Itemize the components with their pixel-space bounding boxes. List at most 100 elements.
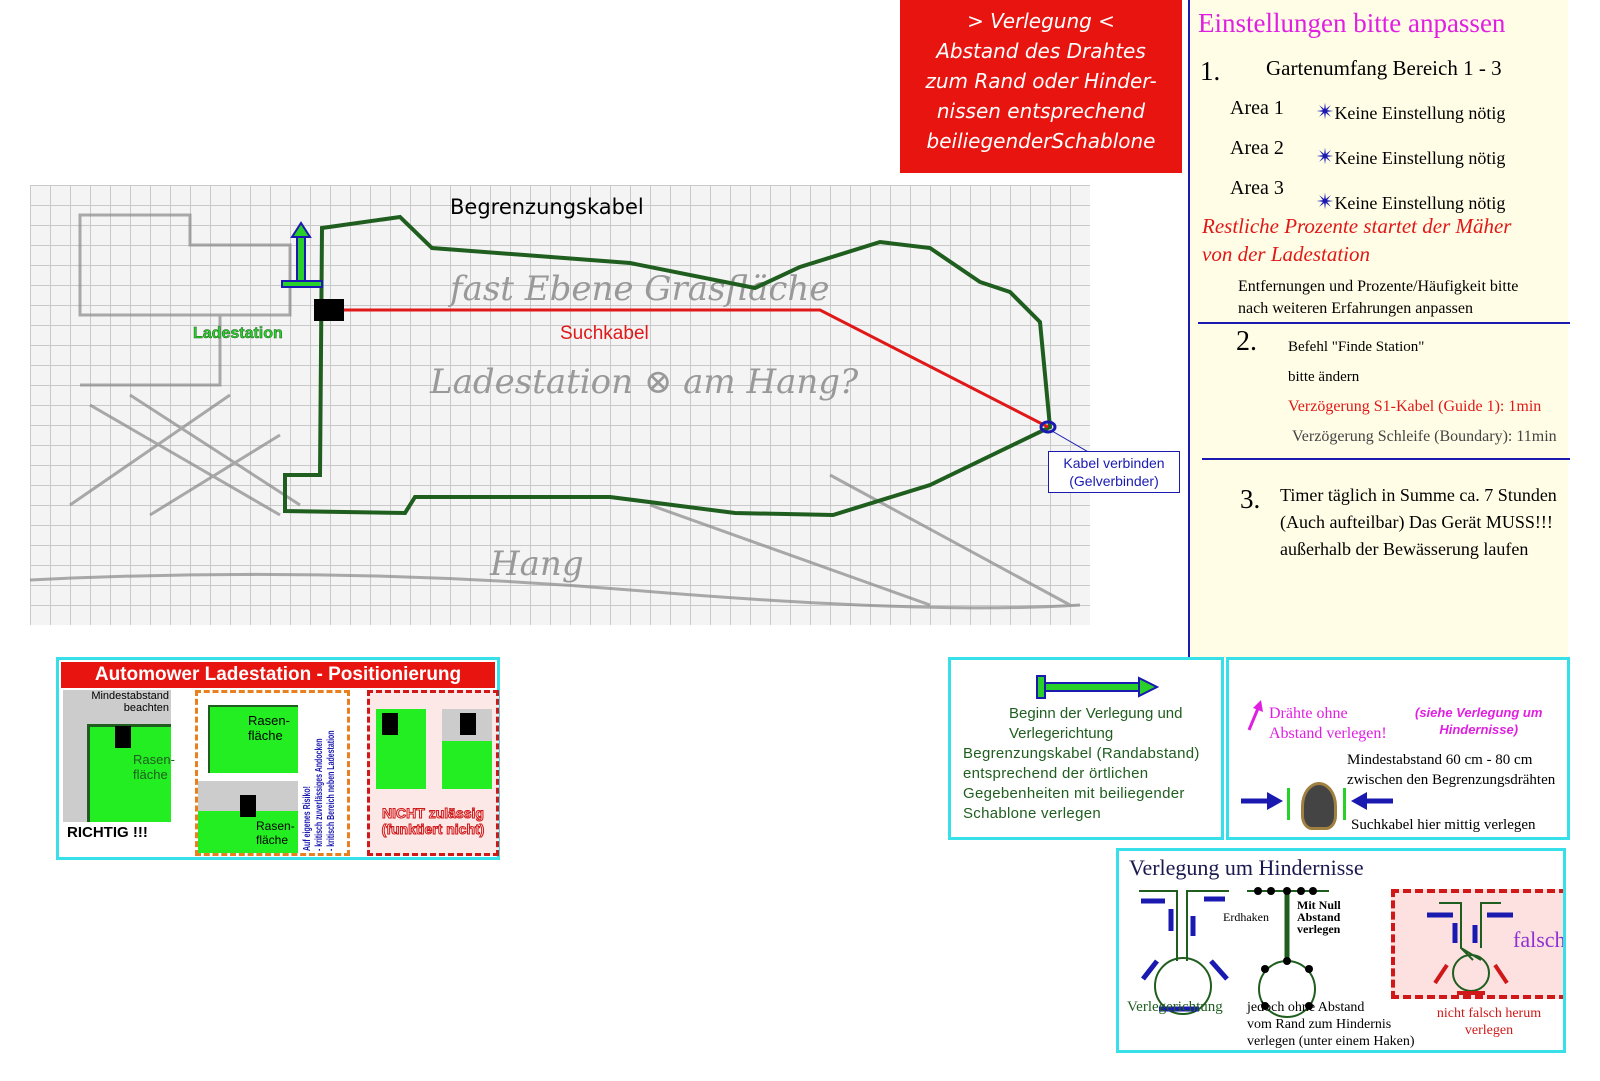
zero-line-2: Abstand <box>1297 910 1341 924</box>
section-3-number: 3. <box>1240 484 1261 514</box>
zero-line-3: verlegen <box>1297 922 1341 936</box>
note-line: Restliche Prozente startet der Mäher <box>1202 214 1512 238</box>
min-distance-note: Mindestabstand 60 cm - 80 cm zwischen den… <box>1347 750 1555 790</box>
note-line: von der Ladestation <box>1202 242 1370 266</box>
text-line: (siehe Verlegung um <box>1415 705 1543 720</box>
not-allowed-label: NICHT zulässig(funktiert nicht) <box>370 805 496 838</box>
arrow-left-icon <box>1351 792 1393 810</box>
wrong-example: falsch <box>1391 889 1563 999</box>
connector-icon <box>1039 420 1057 434</box>
lawn-label: Rasen-fläche <box>256 819 295 847</box>
star-badge-icon: ✴ <box>1316 189 1335 214</box>
station-label: Ladestation <box>193 325 283 343</box>
text-line: Verlegerichtung <box>1009 725 1114 742</box>
text-line: Mindestabstand <box>91 690 169 702</box>
obstacle-diagrams: Mit Null Abstand verlegen Erdhaken <box>1139 887 1341 1018</box>
divider <box>1198 322 1570 324</box>
text-line: fläche <box>133 767 168 782</box>
header-line: > Verlegung < <box>967 9 1115 33</box>
zero-line-1: Mit Null <box>1297 898 1341 912</box>
text-line: jedoch ohne Abstand <box>1247 1000 1365 1015</box>
text-line: bitte ändern <box>1288 369 1360 385</box>
start-direction-arrow-icon <box>1036 675 1160 699</box>
text-line: fläche <box>256 833 289 847</box>
section-2-text: Befehl "Finde Station" bitte ändern Verz… <box>1288 332 1557 452</box>
text-line: Begrenzungskabel (Randabstand) <box>963 745 1200 762</box>
positioning-guide: Automower Ladestation - Positionierung M… <box>56 657 500 860</box>
area-row: ✴Keine Einstellung nötig <box>1316 180 1505 225</box>
text-line: vom Rand zum Hindernis <box>1247 1017 1392 1032</box>
area-text: Keine Einstellung nötig <box>1334 148 1506 168</box>
lawn-label: Rasen-fläche <box>133 752 175 782</box>
text-line: (funktiert nicht) <box>381 821 485 838</box>
area-label: Area 3 <box>1230 177 1284 199</box>
positioning-title: Automower Ladestation - Positionierung <box>61 662 495 688</box>
handwriting-2: Ladestation ⊗ am Hang? <box>429 362 859 402</box>
arrow-right-icon <box>1241 792 1283 810</box>
obstacles-guide: Verlegung um Hindernisse Mit Null Abstan… <box>1116 848 1566 1053</box>
area-text: Keine Einstellung nötig <box>1334 103 1506 123</box>
text-line: beachten <box>123 702 169 714</box>
area-text: Keine Einstellung nötig <box>1334 193 1506 213</box>
garden-sketch: fast Ebene Grasfläche Ladestation ⊗ am H… <box>30 185 1180 625</box>
settings-panel: Einstellungen bitte anpassen 1. Gartenum… <box>1188 0 1570 660</box>
text-line: Rasen- <box>133 752 175 767</box>
boundary-delay: Verzögerung Schleife (Boundary): 11min <box>1292 428 1557 445</box>
area-labels: Area 1 Area 2 Area 3 <box>1230 88 1284 208</box>
adjust-note: Entfernungen und Prozente/Häufigkeit bit… <box>1238 276 1518 320</box>
not-allowed-examples: NICHT zulässig(funktiert nicht) <box>367 690 499 856</box>
risk-note: Auf eigenes Risiko!- kritisch zuverlässi… <box>302 730 338 851</box>
wrong-loop-diagram <box>1427 902 1513 995</box>
mower-icon <box>1301 782 1337 830</box>
text-line: Hindernisse) <box>1439 722 1519 737</box>
header-line: zum Rand oder Hinder- <box>925 69 1157 93</box>
text-line: nicht falsch herum <box>1436 1006 1542 1021</box>
text-line: Auf eigenes Risiko! <box>302 786 313 851</box>
section-1-number: 1. <box>1200 56 1221 86</box>
text-line: Rasen- <box>256 819 295 833</box>
star-badge-icon: ✴ <box>1316 99 1335 124</box>
start-arrow-icon <box>281 221 323 288</box>
settings-title: Einstellungen bitte anpassen <box>1198 8 1506 38</box>
text-line: zwischen den Begrenzungsdrähten <box>1347 772 1556 788</box>
header-line: Abstand des Drahtes <box>936 39 1146 63</box>
obstacles-title: Verlegung um Hindernisse <box>1129 855 1364 880</box>
obstacle-note: jedoch ohne Abstand vom Rand zum Hinderni… <box>1247 999 1415 1050</box>
divider <box>1202 458 1570 460</box>
charging-station <box>314 299 344 321</box>
guide-center-note: Suchkabel hier mittig verlegen <box>1351 817 1536 833</box>
text-line: Rasen- <box>248 713 290 728</box>
text-line: verlegen (unter einem Haken) <box>1247 1034 1415 1049</box>
text-line: entsprechend der örtlichen <box>963 765 1149 782</box>
area-label: Area 2 <box>1230 137 1284 159</box>
remaining-percent-note: Restliche Prozente startet der Mäher von … <box>1202 212 1511 268</box>
text-line: - kritisch Bereich neben Ladestation <box>326 730 337 851</box>
area-row: ✴Keine Einstellung nötig <box>1316 135 1505 180</box>
callout-line: (Gelverbinder) <box>1069 473 1159 489</box>
risky-examples: Rasen-fläche Rasen-fläche Auf eigenes Ri… <box>195 690 350 856</box>
instruction-header: > Verlegung < Abstand des Drahtes zum Ra… <box>900 0 1182 173</box>
text-line: fläche <box>248 728 283 743</box>
sketch-drawing: fast Ebene Grasfläche Ladestation ⊗ am H… <box>30 213 1090 610</box>
text-line: Drähte ohne <box>1269 705 1348 722</box>
section-3-text: Timer täglich in Summe ca. 7 Stunden (Au… <box>1280 482 1557 563</box>
boundary-label: Begrenzungskabel <box>450 195 644 219</box>
start-body: Begrenzungskabel (Randabstand) entspreche… <box>963 744 1200 824</box>
handwriting-3: Hang <box>489 544 584 584</box>
section-2-number: 2. <box>1236 326 1257 357</box>
text-line: Befehl "Finde Station" <box>1288 339 1425 355</box>
area-label: Area 1 <box>1230 97 1284 119</box>
note-line: nach weiteren Erfahrungen anpassen <box>1238 300 1473 317</box>
area-settings: ✴Keine Einstellung nötig ✴Keine Einstell… <box>1316 90 1505 225</box>
text-line: Abstand verlegen! <box>1269 725 1387 742</box>
text-line: Mindestabstand 60 cm - 80 cm <box>1347 752 1533 768</box>
boundary-wire <box>283 214 1053 518</box>
text-line: NICHT zulässig <box>382 805 485 822</box>
